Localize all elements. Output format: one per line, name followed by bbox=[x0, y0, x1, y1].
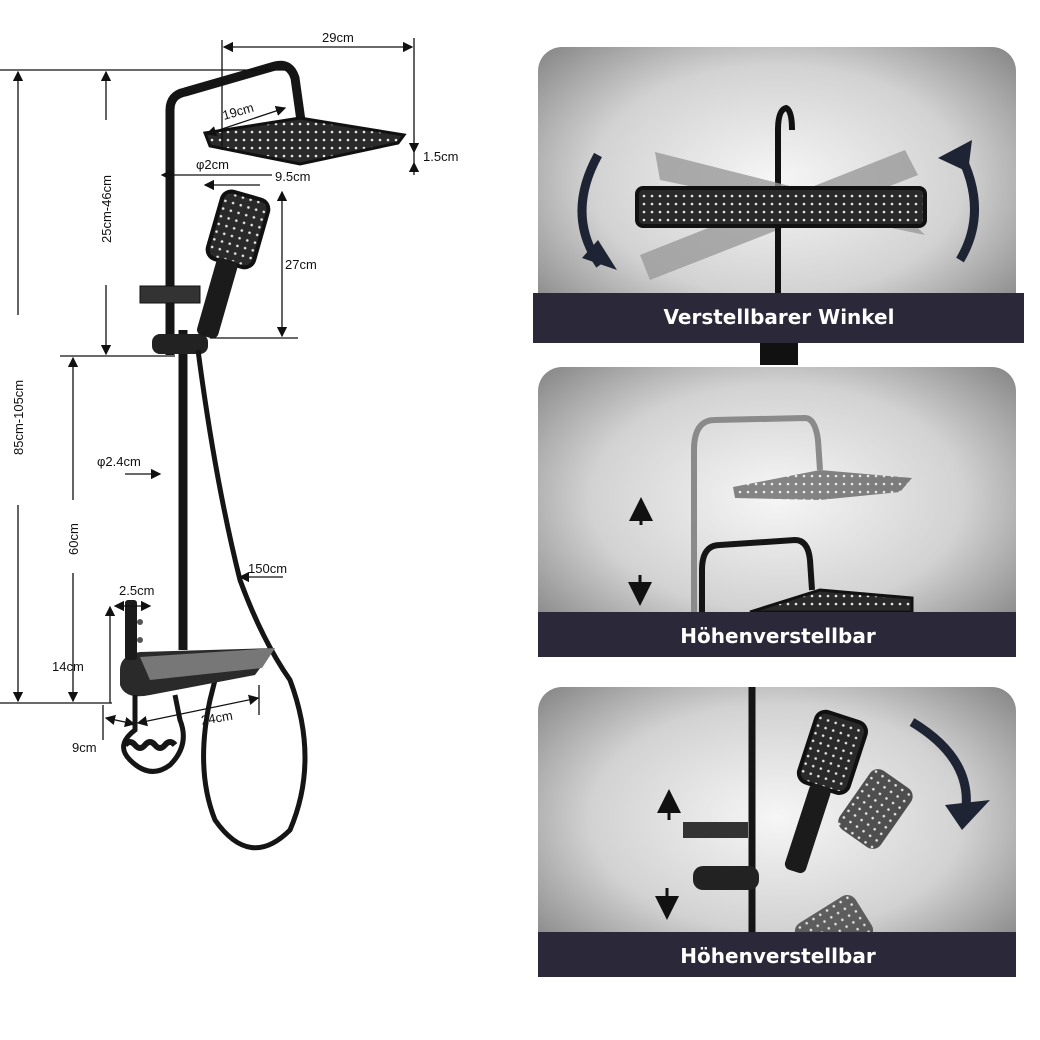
dim-pole-diameter: φ2.4cm bbox=[97, 454, 141, 469]
dim-slide-bar: 60cm bbox=[66, 523, 81, 555]
dim-pipe-diameter: φ2cm bbox=[196, 157, 229, 172]
panel-hand-shower-adjustable: Höhenverstellbar bbox=[538, 687, 1016, 977]
dim-upper-range: 25cm-46cm bbox=[99, 175, 114, 243]
dim-head-offset: 9.5cm bbox=[275, 169, 310, 184]
panel-caption: Höhenverstellbar bbox=[680, 944, 876, 968]
hand-shower bbox=[197, 189, 271, 339]
dimension-lines bbox=[0, 38, 420, 740]
dim-hand-shower-length: 27cm bbox=[285, 257, 317, 272]
caption-band bbox=[538, 612, 1016, 657]
dim-head-thickness: 1.5cm bbox=[423, 149, 458, 164]
dim-total-height: 85cm-105cm bbox=[11, 380, 26, 455]
dim-head-width: 29cm bbox=[322, 30, 354, 45]
shower-system-drawing bbox=[120, 60, 407, 851]
panel-caption: Höhenverstellbar bbox=[680, 624, 876, 648]
dim-spout-offset: 9cm bbox=[72, 740, 97, 755]
caption-band bbox=[533, 293, 1024, 343]
dim-hose-length: 150cm bbox=[248, 561, 287, 576]
caption-band bbox=[538, 932, 1016, 977]
panel-caption: Verstellbarer Winkel bbox=[664, 305, 895, 329]
dim-shelf-width: 24cm bbox=[200, 708, 234, 728]
dim-spout-diameter: 2.5cm bbox=[119, 583, 154, 598]
panel-adjustable-angle: Verstellbarer Winkel bbox=[533, 47, 1024, 365]
panel-height-adjustable: Höhenverstellbar bbox=[538, 367, 1016, 657]
dim-mixer-height: 14cm bbox=[52, 659, 84, 674]
